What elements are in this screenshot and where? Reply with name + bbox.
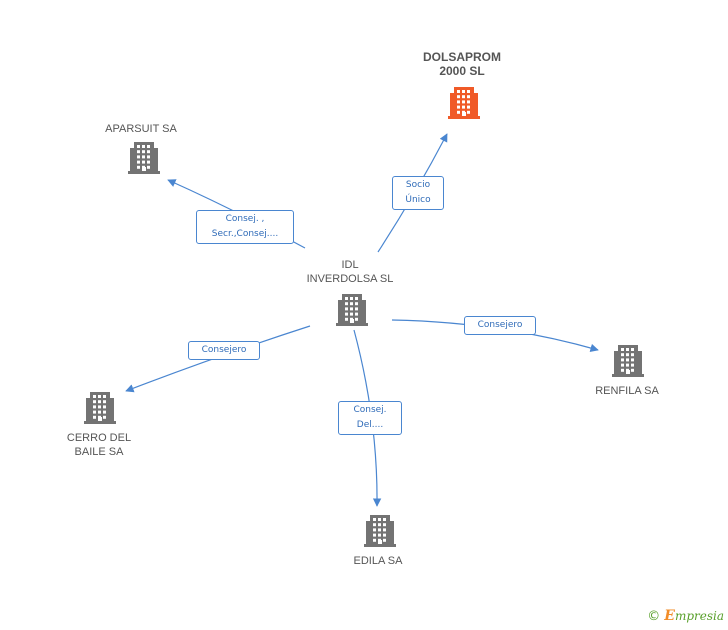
node-label-line: IDL xyxy=(341,259,359,271)
node-label-line: APARSUIT SA xyxy=(105,123,177,135)
node-label-cerro[interactable]: CERRO DEL BAILE SA xyxy=(49,431,149,459)
node-label-line: INVERDOLSA SL xyxy=(306,273,394,285)
building-icon-edila[interactable] xyxy=(364,515,396,547)
edge-label-line: Consejero xyxy=(477,320,523,330)
edge-label-line: Único xyxy=(405,195,431,205)
building-icon-cerro[interactable] xyxy=(84,392,116,424)
brand-name: mpresia xyxy=(674,609,724,623)
nodes xyxy=(84,87,644,547)
building-icon-renfila[interactable] xyxy=(612,345,644,377)
node-label-aparsuit[interactable]: APARSUIT SA xyxy=(91,122,191,136)
footer-brand[interactable]: ©Empresia xyxy=(647,608,724,624)
edge-label-line: Consejero xyxy=(201,345,247,355)
node-label-line: BAILE SA xyxy=(74,446,124,458)
edge-label-line: Del.... xyxy=(356,420,384,430)
edge-label-line: Secr.,Consej.... xyxy=(211,229,279,239)
edge-label-line: Socio xyxy=(405,180,431,190)
edge-label-line: Consej. xyxy=(353,405,387,415)
node-label-line: 2000 SL xyxy=(439,64,485,78)
node-label-line: RENFILA SA xyxy=(595,385,659,397)
building-icon-aparsuit[interactable] xyxy=(128,142,160,174)
edge-label-line: Consej. , xyxy=(225,214,265,224)
edge-label-renfila[interactable]: Consejero xyxy=(464,316,536,335)
brand-initial: E xyxy=(664,608,675,624)
building-icon-dolsaprom[interactable] xyxy=(448,87,480,119)
node-label-idl[interactable]: IDL INVERDOLSA SL xyxy=(295,258,405,286)
edge-label-aparsuit[interactable]: Consej. , Secr.,Consej.... xyxy=(196,210,294,244)
edge-label-edila[interactable]: Consej. Del.... xyxy=(338,401,402,435)
building-icon-idl[interactable] xyxy=(336,294,368,326)
node-label-line: CERRO DEL xyxy=(66,432,132,444)
node-label-renfila[interactable]: RENFILA SA xyxy=(577,384,677,398)
node-label-edila[interactable]: EDILA SA xyxy=(328,554,428,568)
copyright-icon: © xyxy=(647,609,661,624)
node-label-line: EDILA SA xyxy=(353,555,403,567)
node-label-line: DOLSAPROM xyxy=(423,50,501,64)
edge-label-cerro[interactable]: Consejero xyxy=(188,341,260,360)
